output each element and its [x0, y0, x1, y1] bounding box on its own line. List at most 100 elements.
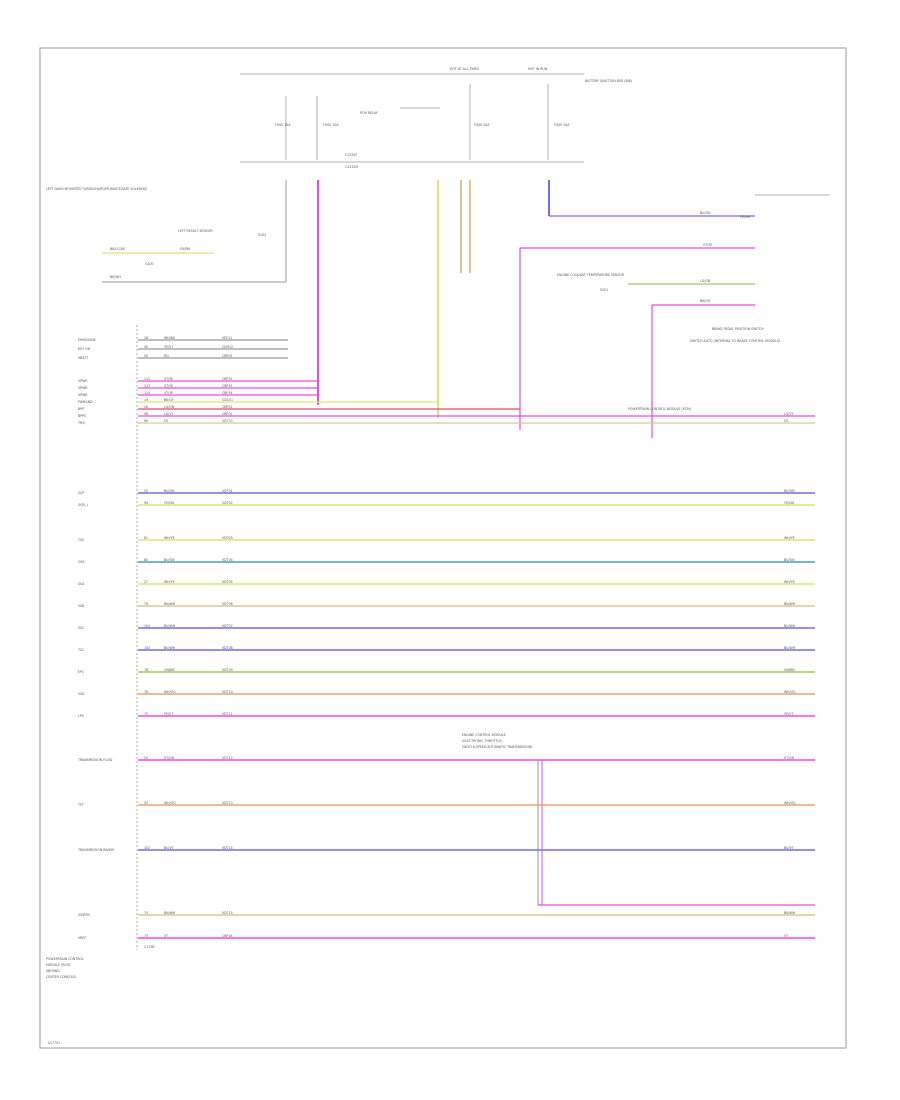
pin-function-label: SSB	[78, 604, 84, 608]
wire-circuit-label: VEF11	[222, 336, 232, 340]
pin-cavity-label: 80	[144, 558, 148, 562]
wire-circuit-label: VDT05	[222, 580, 233, 584]
pin-cavity-label: 79	[144, 602, 148, 606]
pin-function-label: TSS	[77, 538, 84, 542]
wire-circuit-label: VDT03	[222, 536, 233, 540]
wire-color-code-label: WH/YE	[164, 580, 175, 584]
wire-color-code-label: VT/GN	[164, 756, 175, 760]
top-label-9: LEFT RESULT SENSOR	[178, 229, 213, 233]
right-label-5: S201	[600, 288, 608, 292]
wire-circuit-label: CBP16	[222, 934, 232, 938]
pin-function-label: SCP	[78, 491, 84, 495]
pcm-label-line-2: (BEHIND	[46, 969, 60, 973]
frame-label: S17701	[48, 1041, 60, 1045]
pin-cavity-label: 94	[144, 501, 148, 505]
top-label-12: BK/WH	[110, 275, 122, 279]
pin-cavity-label: 27	[144, 580, 148, 584]
wire-circuit-label: VDT06	[222, 602, 233, 606]
wire-end-color-code-label: WH/OG	[784, 801, 796, 805]
wire-color-code-label: GY	[164, 419, 168, 423]
pin-cavity-label: 103	[144, 646, 150, 650]
wire-circuit-label: CBP05	[222, 354, 232, 358]
wire-color-code-label: WH/OG	[164, 801, 176, 805]
top-label-0: HOT AT ALL TIMES	[450, 67, 479, 71]
wire-circuit-label: VDT14	[222, 846, 233, 850]
pin-function-label: SSA	[78, 582, 85, 586]
wire-end-color-code-label: YE/GN	[784, 501, 795, 505]
wire-circuit-label: VDT04	[222, 558, 233, 562]
pin-function-label: BPPS	[78, 414, 86, 418]
right-label-3: BK/OG	[700, 299, 711, 303]
pin-function-label: EPC	[78, 670, 85, 674]
pin-cavity-label: 104	[144, 624, 150, 628]
wire-circuit-label: VDT12	[222, 756, 233, 760]
wire-color-code-label: VT/YE	[164, 391, 173, 395]
wire-color-code-label: BN/WH	[164, 602, 176, 606]
wire-circuit-label: CBP32	[222, 377, 232, 381]
pin-function-label: TR/C	[77, 421, 86, 425]
top-label-8: LEFT DASH MOUNTED TURBOCHARGER WASTEGATE…	[46, 187, 147, 191]
wire-color-code-label: GN/BN	[164, 668, 175, 672]
right-section: BU/GN VT/YE LG/GN BK/OG YE/GN S201 ENGIN…	[519, 194, 830, 438]
wire-color-code-label: BN/WH	[164, 911, 176, 915]
pin-cavity-label: 74	[144, 911, 148, 915]
wire-circuit-label: VDT02	[222, 501, 233, 505]
wire-circuit-label: GD101	[222, 398, 233, 402]
ecm-label-line-1: (ELECTRONIC THROTTLE)	[462, 739, 502, 743]
wire-color-code-label: YE/VT	[164, 712, 173, 716]
pin-function-label: SIGRTN	[78, 913, 90, 917]
ecm-label-line-0: ENGINE CONTROL MODULE	[462, 733, 506, 737]
wire-color-code-label: RD	[164, 354, 169, 358]
wire-end-color-code-label: BU/WH	[784, 624, 796, 628]
wire-circuit-label: VDT11	[222, 712, 233, 716]
wire-end-color-code-label: WH/YE	[784, 580, 795, 584]
wire-circuit-label: VDT10	[222, 690, 233, 694]
wire-end-color-code-label: BU/WH	[784, 646, 796, 650]
pin-function-label: VBATT	[78, 356, 88, 360]
pin-function-label: TRANSMISSION FLUID	[77, 758, 113, 762]
wire-circuit-label: CBP02	[222, 405, 232, 409]
pin-cavity-label: 113	[144, 384, 150, 388]
pin-function-label: TCC	[77, 648, 85, 652]
wire-color-code-label: LG/VT	[164, 412, 174, 416]
top-label-1: HOT IN RUN	[528, 67, 548, 71]
pin-cavity-label: 102	[144, 846, 150, 850]
wire-color-code-label: BU/GN	[164, 558, 175, 562]
right-label-9: POWERTRAIN CONTROL MODULE (PCM)	[628, 407, 691, 411]
wire-color-code-label: BU/WH	[164, 624, 176, 628]
top-label-11: GY/BN	[180, 247, 191, 251]
top-label-15: C1232F	[345, 153, 357, 157]
pin-function-label: EMISSIONS	[78, 338, 96, 342]
wire-circuit-label: VDT09	[222, 668, 233, 672]
wire-circuit-label: CBP05	[222, 412, 232, 416]
pin-cavity-label: 40	[144, 345, 148, 349]
wire-end-color-code-label: BN/WH	[784, 602, 796, 606]
right-label-7: BRAKE PEDAL POSITION SWITCH	[712, 327, 764, 331]
pin-cavity-label: 112	[144, 377, 150, 381]
pin-cavity-label: 28	[144, 405, 148, 409]
pin-cavity-label: 18	[144, 336, 148, 340]
top-label-5: PCM RELAY	[360, 111, 378, 115]
wire-circuit-label: VDT33	[222, 419, 233, 423]
wire-circuit-label: VDT07	[222, 624, 233, 628]
ecm-block: ENGINE CONTROL MODULE (ELECTRONIC THROTT…	[462, 733, 815, 906]
wire-color-code-label: WH/OG	[164, 690, 176, 694]
wire-circuit-label: VDT01	[222, 489, 233, 493]
wire-color-code-label: WH/YE	[164, 536, 175, 540]
wire-end-color-code-label: VT/GN	[784, 756, 795, 760]
wire-end-color-code-label: BN/WH	[784, 911, 796, 915]
pin-function-label: VREF	[78, 936, 86, 940]
top-label-14: G100	[145, 262, 154, 266]
wire-color-code-label: VT/YE	[164, 377, 173, 381]
wire-color-code-label: YE/VT	[164, 345, 173, 349]
top-label-16: C1232M	[345, 165, 358, 169]
pcm-connector-label: C175B	[144, 945, 155, 949]
pcm-label-line-1: MODULE (PCM)	[46, 963, 70, 967]
pin-cavity-label: 81	[144, 536, 148, 540]
pin-cavity-label: 96	[144, 412, 148, 416]
pin-function-label: VPWR	[78, 379, 88, 383]
wire-end-color-code-label: BU/GN	[784, 558, 795, 562]
top-label-7: FUSE 10A	[554, 123, 570, 127]
pin-cavity-label: 75	[144, 712, 148, 716]
